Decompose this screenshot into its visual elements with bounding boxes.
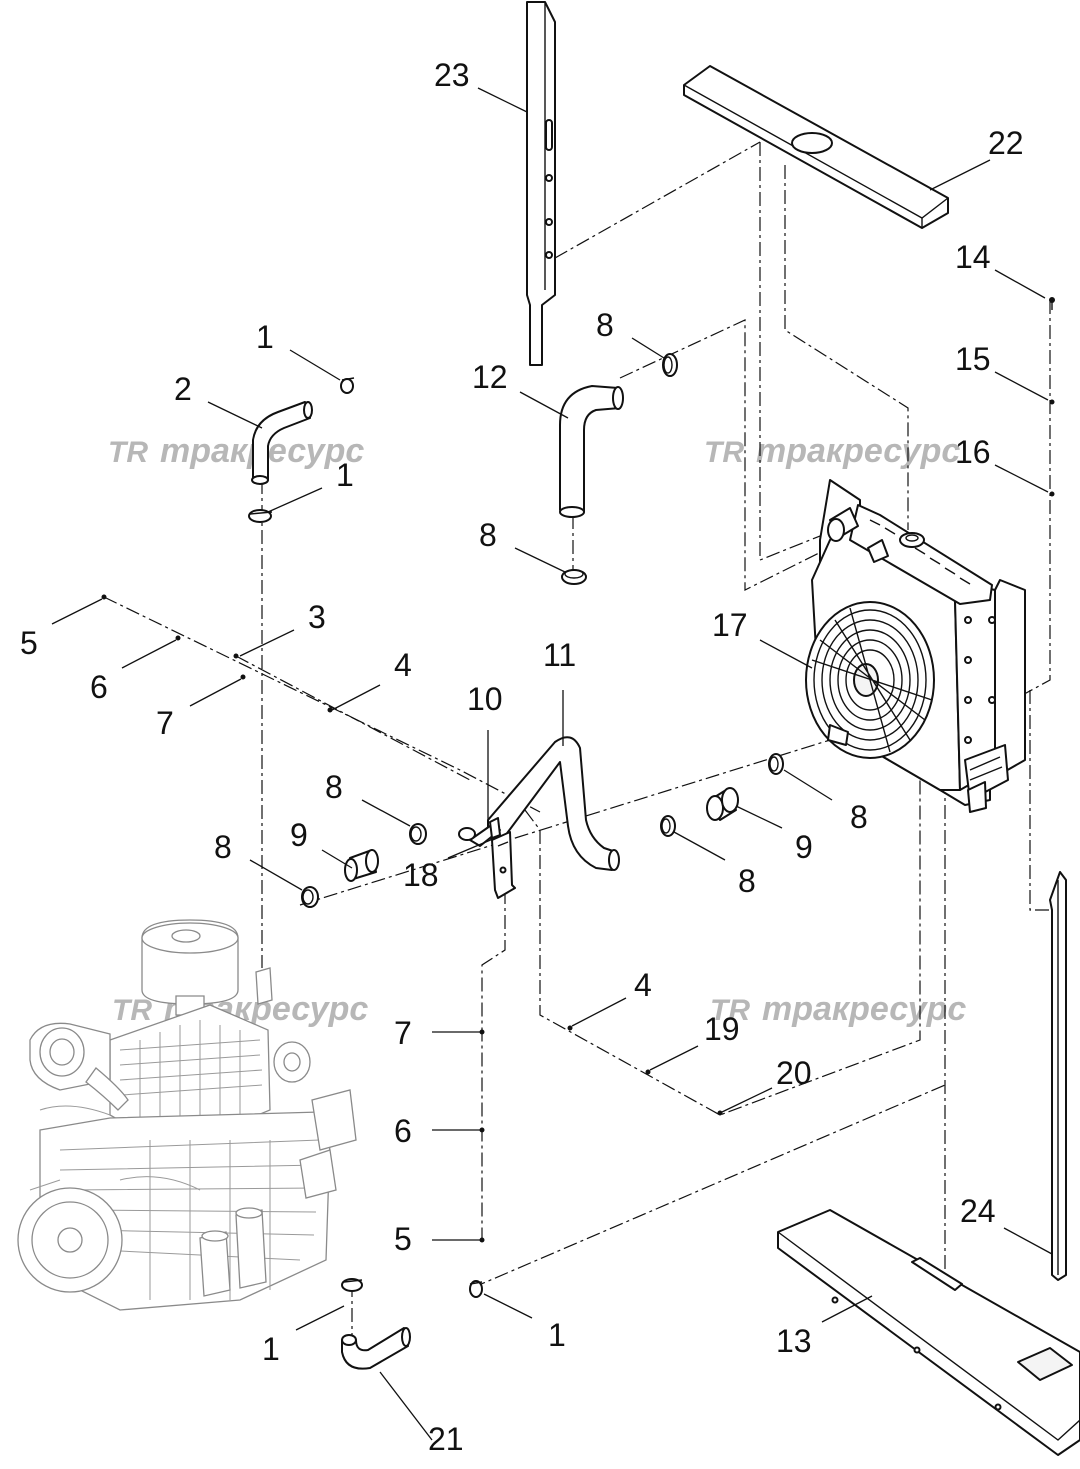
part-18-bracket bbox=[491, 831, 516, 899]
callout-18: 18 bbox=[403, 857, 439, 893]
callout-19: 19 bbox=[704, 1011, 740, 1047]
part-23-vertical-bracket bbox=[526, 1, 556, 366]
callout-5: 5 bbox=[394, 1221, 412, 1257]
callout-6: 6 bbox=[394, 1113, 412, 1149]
part-8-clamp-upper bbox=[662, 353, 678, 377]
part-2-small-hose bbox=[251, 401, 313, 485]
callout-8: 8 bbox=[214, 829, 232, 865]
callout-8: 8 bbox=[596, 307, 614, 343]
callout-4: 4 bbox=[634, 967, 652, 1003]
part-21-lower-hose bbox=[341, 1327, 411, 1370]
part-8-clamp-lower bbox=[561, 569, 587, 585]
part-17-radiator-assembly bbox=[805, 479, 1026, 813]
part-24-side-bracket bbox=[1049, 871, 1067, 1281]
watermark-text: тракресурс bbox=[756, 432, 960, 470]
callout-8: 8 bbox=[479, 517, 497, 553]
part-8-clamp-left-a bbox=[409, 823, 427, 845]
watermark-bottom-right: TR тракресурс bbox=[710, 990, 966, 1028]
callout-1: 1 bbox=[262, 1331, 280, 1367]
part-9-coupling-left bbox=[344, 849, 379, 882]
callout-16: 16 bbox=[955, 434, 991, 470]
callout-15: 15 bbox=[955, 341, 991, 377]
part-9-coupling-right bbox=[706, 787, 739, 821]
part-8-clamp-left-b bbox=[301, 886, 319, 908]
callout-5: 5 bbox=[20, 625, 38, 661]
callout-6: 6 bbox=[90, 669, 108, 705]
callout-14: 14 bbox=[955, 239, 991, 275]
watermark-logo: TR bbox=[704, 436, 744, 469]
part-10-hose-bracket bbox=[469, 817, 501, 847]
callout-7: 7 bbox=[156, 705, 174, 741]
callout-11: 11 bbox=[543, 637, 576, 673]
part-8-clamp-right-b bbox=[768, 753, 784, 775]
callout-7: 7 bbox=[394, 1015, 412, 1051]
watermark-top-right: TR тракресурс bbox=[704, 432, 960, 470]
callout-3: 3 bbox=[308, 599, 326, 635]
part-22-top-plate bbox=[683, 65, 949, 229]
callout-21: 21 bbox=[428, 1421, 464, 1457]
callout-8: 8 bbox=[325, 769, 343, 805]
watermark-text: тракресурс bbox=[762, 990, 966, 1028]
callout-13: 13 bbox=[776, 1323, 812, 1359]
callout-1: 1 bbox=[548, 1317, 566, 1353]
part-8-clamp-right-a bbox=[660, 815, 676, 837]
part-10-fitting bbox=[458, 827, 476, 841]
part-1-clamp-bottom-b bbox=[469, 1280, 483, 1298]
leader-lines bbox=[51, 87, 1053, 1441]
watermark-logo: TR bbox=[112, 994, 152, 1027]
callout-24: 24 bbox=[960, 1193, 996, 1229]
callout-9: 9 bbox=[795, 829, 813, 865]
part-13-bottom-plate bbox=[777, 1209, 1080, 1456]
watermark-top-left: TR тракресурс bbox=[108, 432, 364, 470]
callout-2: 2 bbox=[174, 371, 192, 407]
fastener-dots bbox=[101, 297, 1055, 1243]
part-11-long-hose bbox=[487, 736, 620, 871]
callout-1: 1 bbox=[256, 319, 274, 355]
engine-assembly bbox=[17, 919, 357, 1311]
callout-1: 1 bbox=[336, 457, 354, 493]
callout-20: 20 bbox=[776, 1055, 812, 1091]
watermark-logo: TR bbox=[710, 994, 750, 1027]
part-1-clamp-top bbox=[340, 377, 355, 394]
part-1-clamp-bottom-a bbox=[341, 1278, 363, 1292]
callout-labels: 23 22 14 15 16 1 2 1 8 12 8 17 5 6 7 3 4… bbox=[20, 57, 1024, 1457]
callout-10: 10 bbox=[467, 681, 503, 717]
callout-17: 17 bbox=[712, 607, 748, 643]
callout-8: 8 bbox=[850, 799, 868, 835]
callout-4: 4 bbox=[394, 647, 412, 683]
watermark-logo: TR bbox=[108, 436, 148, 469]
callout-8: 8 bbox=[738, 863, 756, 899]
callout-22: 22 bbox=[988, 125, 1024, 161]
callout-9: 9 bbox=[290, 817, 308, 853]
callout-12: 12 bbox=[472, 359, 508, 395]
part-12-upper-hose bbox=[559, 385, 624, 518]
callout-23: 23 bbox=[434, 57, 470, 93]
